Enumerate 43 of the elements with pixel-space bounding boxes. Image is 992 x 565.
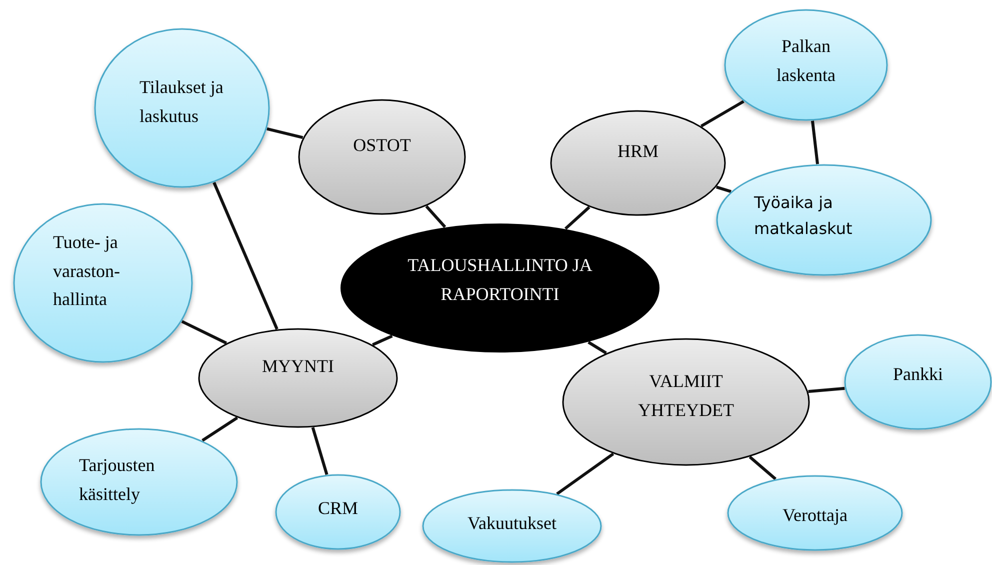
- node-label: Verottaja: [782, 504, 848, 527]
- connector-line: [311, 427, 328, 476]
- connector-line: [372, 334, 393, 346]
- connector-line: [811, 120, 819, 164]
- node-label: MYYNTI: [261, 354, 335, 378]
- connector-line: [202, 416, 238, 442]
- node-label: Palkan laskenta: [776, 35, 836, 87]
- connector-line: [808, 386, 845, 393]
- node-label: Pankki: [892, 362, 944, 386]
- node-label: Tarjousten käsittely: [79, 454, 156, 506]
- main-topic-ellipse: [340, 223, 660, 353]
- subtopic-ellipse: [844, 334, 992, 430]
- node-label: CRM: [316, 496, 360, 520]
- connector-line: [212, 182, 278, 330]
- topic-ellipse: [562, 338, 810, 466]
- connector-line: [716, 186, 732, 193]
- subtopic-ellipse: [94, 28, 270, 188]
- subtopic-ellipse: [13, 203, 193, 363]
- subtopic-ellipse: [716, 164, 932, 276]
- connector-line: [556, 452, 614, 496]
- connector-line: [700, 100, 744, 128]
- connector-line: [588, 340, 607, 354]
- subtopic-ellipse: [727, 475, 903, 551]
- connector-line: [748, 456, 776, 480]
- node-label: Tilaukset ja laskutus: [140, 76, 224, 128]
- node-label: Tuote- ja varaston- hallinta: [53, 230, 121, 312]
- topic-ellipse: [298, 99, 466, 215]
- subtopic-ellipse: [275, 474, 401, 550]
- connector-line: [266, 127, 304, 140]
- node-label: OSTOT: [352, 134, 412, 157]
- topic-ellipse: [198, 328, 398, 428]
- node-label: Työaika ja matkalaskut: [754, 192, 854, 240]
- connector-line: [564, 206, 590, 230]
- subtopic-ellipse: [724, 9, 888, 121]
- connector-line: [181, 320, 228, 344]
- subtopic-ellipse: [40, 428, 238, 536]
- node-label: VALMIIT YHTEYDET: [637, 370, 735, 422]
- node-label: HRM: [616, 140, 660, 163]
- node-label: Vakuutukset: [466, 512, 558, 535]
- topic-ellipse: [550, 110, 726, 216]
- subtopic-ellipse: [422, 489, 602, 563]
- connector-line: [425, 205, 446, 228]
- node-label: TALOUSHALLINTO JA RAPORTOINTI: [406, 254, 594, 306]
